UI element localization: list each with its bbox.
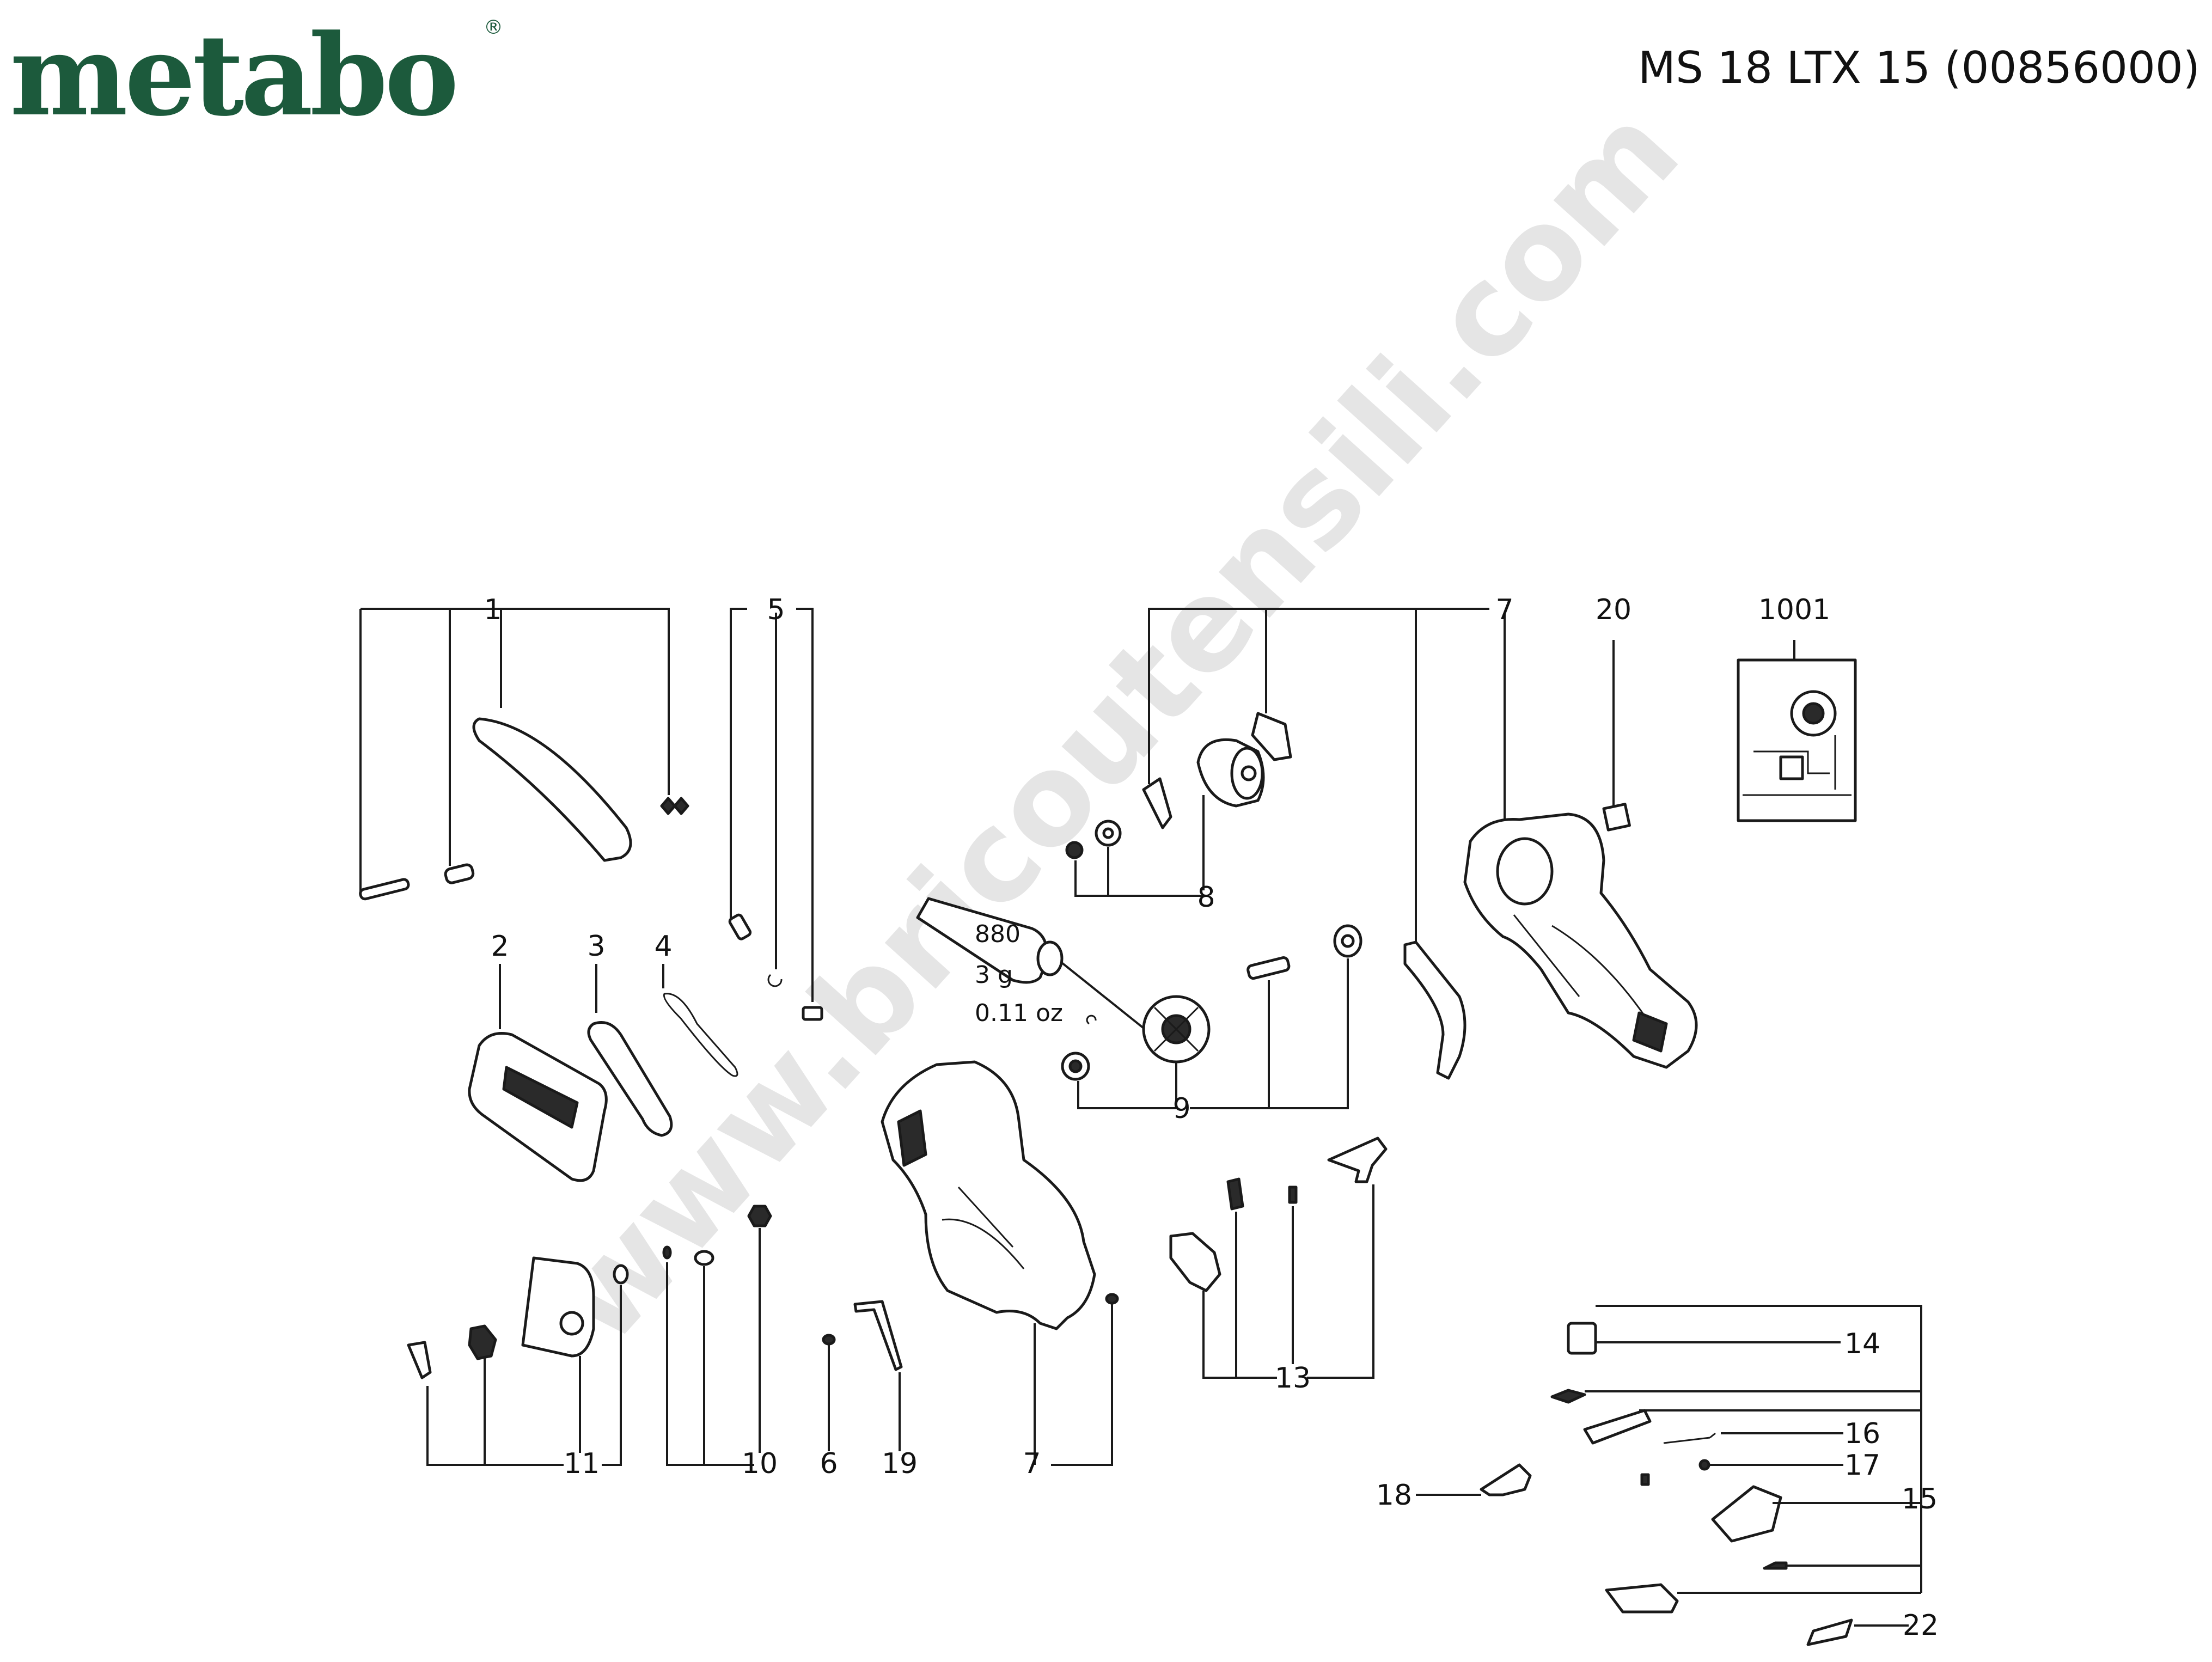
part-1001-manual	[1737, 640, 1857, 822]
callout-17: 17	[1844, 1449, 1880, 1482]
callout-6: 6	[820, 1447, 838, 1480]
part-20	[1602, 640, 1631, 832]
callout-1001: 1001	[1758, 594, 1830, 626]
callout-15: 15	[1902, 1483, 1938, 1516]
callout-22: 22	[1903, 1609, 1939, 1642]
part-group-5	[728, 608, 823, 1021]
part-group-14-18-22	[1416, 1305, 1922, 1646]
callout-7-top: 7	[1495, 594, 1513, 626]
callout-18: 18	[1376, 1479, 1412, 1512]
callout-7-housing: 7	[1495, 594, 1513, 626]
grease-code: 880	[975, 920, 1021, 948]
part-group-10	[662, 1205, 772, 1466]
callout-4: 4	[654, 930, 672, 963]
grease-tube: 880 3 g 0.11 oz	[916, 897, 1153, 1036]
grease-weight-oz: 0.11 oz	[975, 999, 1063, 1027]
callout-10: 10	[742, 1447, 778, 1480]
part-group-11	[407, 1256, 629, 1466]
callout-14: 14	[1844, 1328, 1880, 1360]
part-group-9	[1061, 924, 1362, 1109]
brand-logo: metabo	[10, 10, 456, 141]
callout-1: 1	[484, 594, 502, 626]
callout-11: 11	[564, 1447, 600, 1480]
part-6-19-7	[822, 1293, 1119, 1466]
callout-3: 3	[587, 930, 605, 963]
grease-weight-g: 3 g	[975, 961, 1013, 989]
part-group-2-4	[468, 964, 738, 1182]
left-housing	[881, 1060, 1096, 1465]
callout-20: 20	[1596, 594, 1631, 626]
callout-7-bottom: 7	[1023, 1447, 1041, 1480]
callout-19: 19	[882, 1447, 918, 1480]
registered-mark: ®	[484, 16, 503, 39]
callout-16: 16	[1844, 1417, 1880, 1450]
callout-2: 2	[491, 930, 509, 963]
watermark: www.bricoutensili.com	[524, 80, 1707, 1371]
part-group-13	[1169, 1136, 1388, 1379]
callout-13: 13	[1275, 1362, 1311, 1395]
part-group-8-motor	[1065, 738, 1265, 897]
callout-8: 8	[1197, 881, 1215, 914]
callout-9: 9	[1172, 1092, 1190, 1125]
part-group-7-right	[1142, 608, 1698, 1080]
callout-5: 5	[767, 594, 785, 626]
part-group-1	[359, 608, 689, 901]
model-title: MS 18 LTX 15 (00856000)	[1638, 42, 2200, 93]
